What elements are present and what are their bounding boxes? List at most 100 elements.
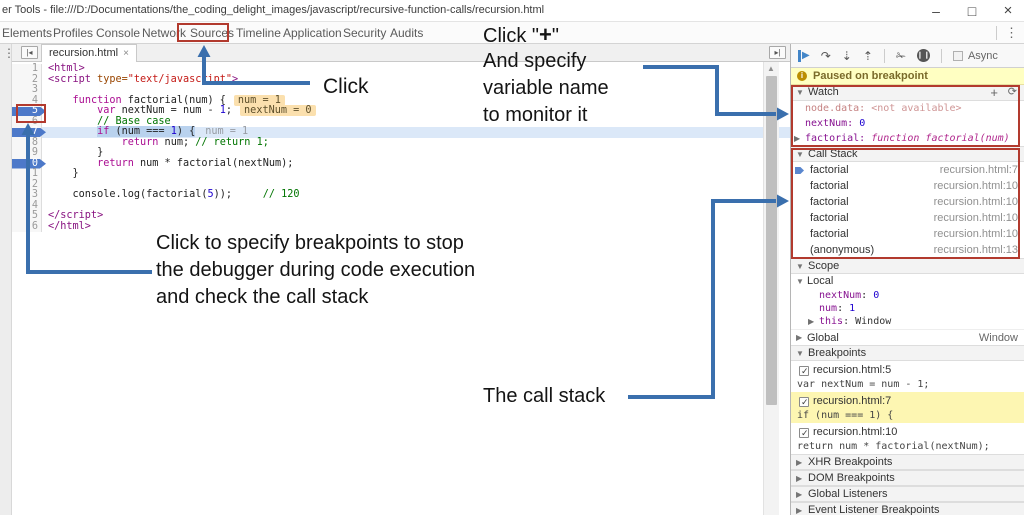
scope-section-header[interactable]: ▼ Scope bbox=[791, 258, 1024, 274]
watch-list: node.data: <not available>nextNum: 0▶fac… bbox=[791, 101, 1024, 146]
token bbox=[48, 158, 97, 169]
watch-item[interactable]: node.data: <not available> bbox=[791, 101, 1024, 116]
code-text: </script> bbox=[42, 210, 790, 222]
frame-location: recursion.html:10 bbox=[933, 196, 1018, 208]
line-number[interactable]: 4 bbox=[12, 95, 42, 106]
token: factorial(num) { bbox=[121, 94, 226, 106]
call-stack-frame[interactable]: (anonymous)recursion.html:13 bbox=[791, 242, 1024, 258]
code-line: 1<html> bbox=[12, 63, 790, 75]
add-watch-icon[interactable]: + bbox=[990, 85, 998, 100]
token: // return 1; bbox=[195, 136, 269, 148]
show-navigator-icon[interactable]: |◂ bbox=[21, 46, 38, 59]
scope-variable[interactable]: num: 1 bbox=[791, 302, 1024, 315]
tab-sources[interactable]: Sources bbox=[190, 26, 235, 40]
tab-application[interactable]: Application bbox=[283, 26, 342, 40]
scroll-up-icon[interactable]: ▲ bbox=[767, 64, 775, 73]
deactivate-breakpoints-icon[interactable]: ✁ bbox=[895, 48, 906, 63]
kebab-menu-icon[interactable]: ⋮ bbox=[1005, 25, 1018, 40]
left-edge-strip: ⋮ bbox=[0, 44, 15, 515]
section-header-xhr-breakpoints[interactable]: ▶XHR Breakpoints bbox=[791, 454, 1024, 470]
tab-security[interactable]: Security bbox=[343, 26, 387, 40]
panel-toggle-icon[interactable]: ▸| bbox=[769, 46, 786, 59]
close-button[interactable]: × bbox=[1003, 2, 1013, 19]
toolbar-separator bbox=[940, 48, 942, 63]
watch-value: <not available> bbox=[871, 103, 962, 114]
section-header-global-listeners[interactable]: ▶Global Listeners bbox=[791, 486, 1024, 502]
breakpoint-code: if (num === 1) { bbox=[797, 410, 894, 421]
scrollbar-thumb[interactable] bbox=[766, 76, 777, 405]
tab-profiles[interactable]: Profiles bbox=[53, 26, 94, 40]
title-bar: er Tools - file:///D:/Documentations/the… bbox=[0, 0, 1024, 22]
step-into-icon[interactable]: ⇣ bbox=[841, 48, 852, 63]
tab-console[interactable]: Console bbox=[96, 26, 141, 40]
token: type= bbox=[97, 73, 128, 85]
checkbox-checked-icon[interactable] bbox=[799, 364, 809, 379]
code-line: 5</script> bbox=[12, 210, 790, 222]
tab-audits[interactable]: Audits bbox=[390, 26, 424, 40]
checkbox-checked-icon[interactable] bbox=[799, 426, 809, 441]
breakpoints-section-header[interactable]: ▼ Breakpoints bbox=[791, 345, 1024, 361]
watch-item[interactable]: ▶factorial: function factorial(num) bbox=[791, 131, 1024, 146]
breakpoint-location: recursion.html:10 bbox=[813, 426, 898, 438]
line-number[interactable]: 1 bbox=[12, 63, 42, 75]
section-header-event-listener-breakpoints[interactable]: ▶Event Listener Breakpoints bbox=[791, 502, 1024, 515]
scope-global-row[interactable]: ▶ Global Window bbox=[791, 329, 1024, 345]
breakpoint-marker[interactable]: 7 bbox=[12, 126, 42, 138]
code-text: <html> bbox=[42, 63, 790, 75]
chevron-right-icon: ▶ bbox=[794, 134, 801, 143]
scope-this-row[interactable]: ▶ this: Window bbox=[808, 316, 892, 327]
line-number[interactable]: 3 bbox=[12, 84, 42, 96]
code-line: 3 console.log(factorial(5)); // 120 bbox=[12, 189, 790, 201]
scope-this-name: this bbox=[819, 316, 844, 327]
breakpoint-marker[interactable]: 5 bbox=[12, 105, 42, 117]
tab-elements[interactable]: Elements bbox=[2, 26, 53, 40]
breakpoint-entry[interactable]: recursion.html:7if (num === 1) { bbox=[791, 392, 1024, 423]
code-text: // Base case bbox=[42, 116, 790, 128]
async-checkbox[interactable] bbox=[952, 50, 963, 61]
code-text bbox=[42, 201, 790, 212]
step-out-icon[interactable]: ⇡ bbox=[862, 48, 873, 63]
line-number[interactable]: 2 bbox=[12, 74, 42, 85]
checkbox-checked-icon[interactable] bbox=[799, 395, 809, 410]
token: return bbox=[97, 157, 134, 169]
line-number[interactable]: 3 bbox=[12, 189, 42, 201]
resume-script-icon[interactable]: ▶ bbox=[798, 49, 810, 62]
colon: : bbox=[837, 303, 850, 314]
editor-scrollbar[interactable]: ▲ bbox=[763, 62, 779, 515]
call-stack-section-header[interactable]: ▼ Call Stack bbox=[791, 146, 1024, 162]
section-header-dom-breakpoints[interactable]: ▶DOM Breakpoints bbox=[791, 470, 1024, 486]
line-number[interactable]: 1 bbox=[12, 168, 42, 180]
token: </html> bbox=[48, 220, 91, 232]
refresh-watch-icon[interactable]: ⟳ bbox=[1007, 86, 1017, 98]
collapsed-sections: ▶XHR Breakpoints▶DOM Breakpoints▶Global … bbox=[791, 454, 1024, 515]
tab-timeline[interactable]: Timeline bbox=[236, 26, 281, 40]
scope-local-group[interactable]: ▼ Local bbox=[791, 274, 1024, 289]
line-number[interactable]: 6 bbox=[12, 221, 42, 232]
maximize-button[interactable]: □ bbox=[967, 3, 977, 19]
watch-section-header[interactable]: ▼ Watch + ⟳ bbox=[791, 85, 1024, 101]
step-over-icon[interactable]: ↷ bbox=[820, 48, 831, 63]
pause-on-exceptions-icon[interactable]: ❙❙ bbox=[916, 49, 930, 62]
scope-variable[interactable]: nextNum: 0 bbox=[791, 289, 1024, 302]
frame-location: recursion.html:10 bbox=[933, 212, 1018, 224]
line-number-text: 9 bbox=[31, 147, 38, 158]
watch-title: Watch bbox=[808, 86, 839, 98]
tab-network[interactable]: Network bbox=[142, 26, 187, 40]
file-tab[interactable]: recursion.html× bbox=[41, 44, 137, 62]
watch-item[interactable]: nextNum: 0 bbox=[791, 116, 1024, 131]
line-number[interactable]: 5 bbox=[12, 210, 42, 222]
toolbar-separator bbox=[996, 26, 997, 40]
close-tab-icon[interactable]: × bbox=[123, 48, 129, 59]
token: // 120 bbox=[262, 189, 300, 200]
token: if bbox=[97, 126, 110, 137]
minimize-button[interactable]: – bbox=[932, 3, 940, 19]
line-number[interactable]: 9 bbox=[12, 147, 42, 159]
